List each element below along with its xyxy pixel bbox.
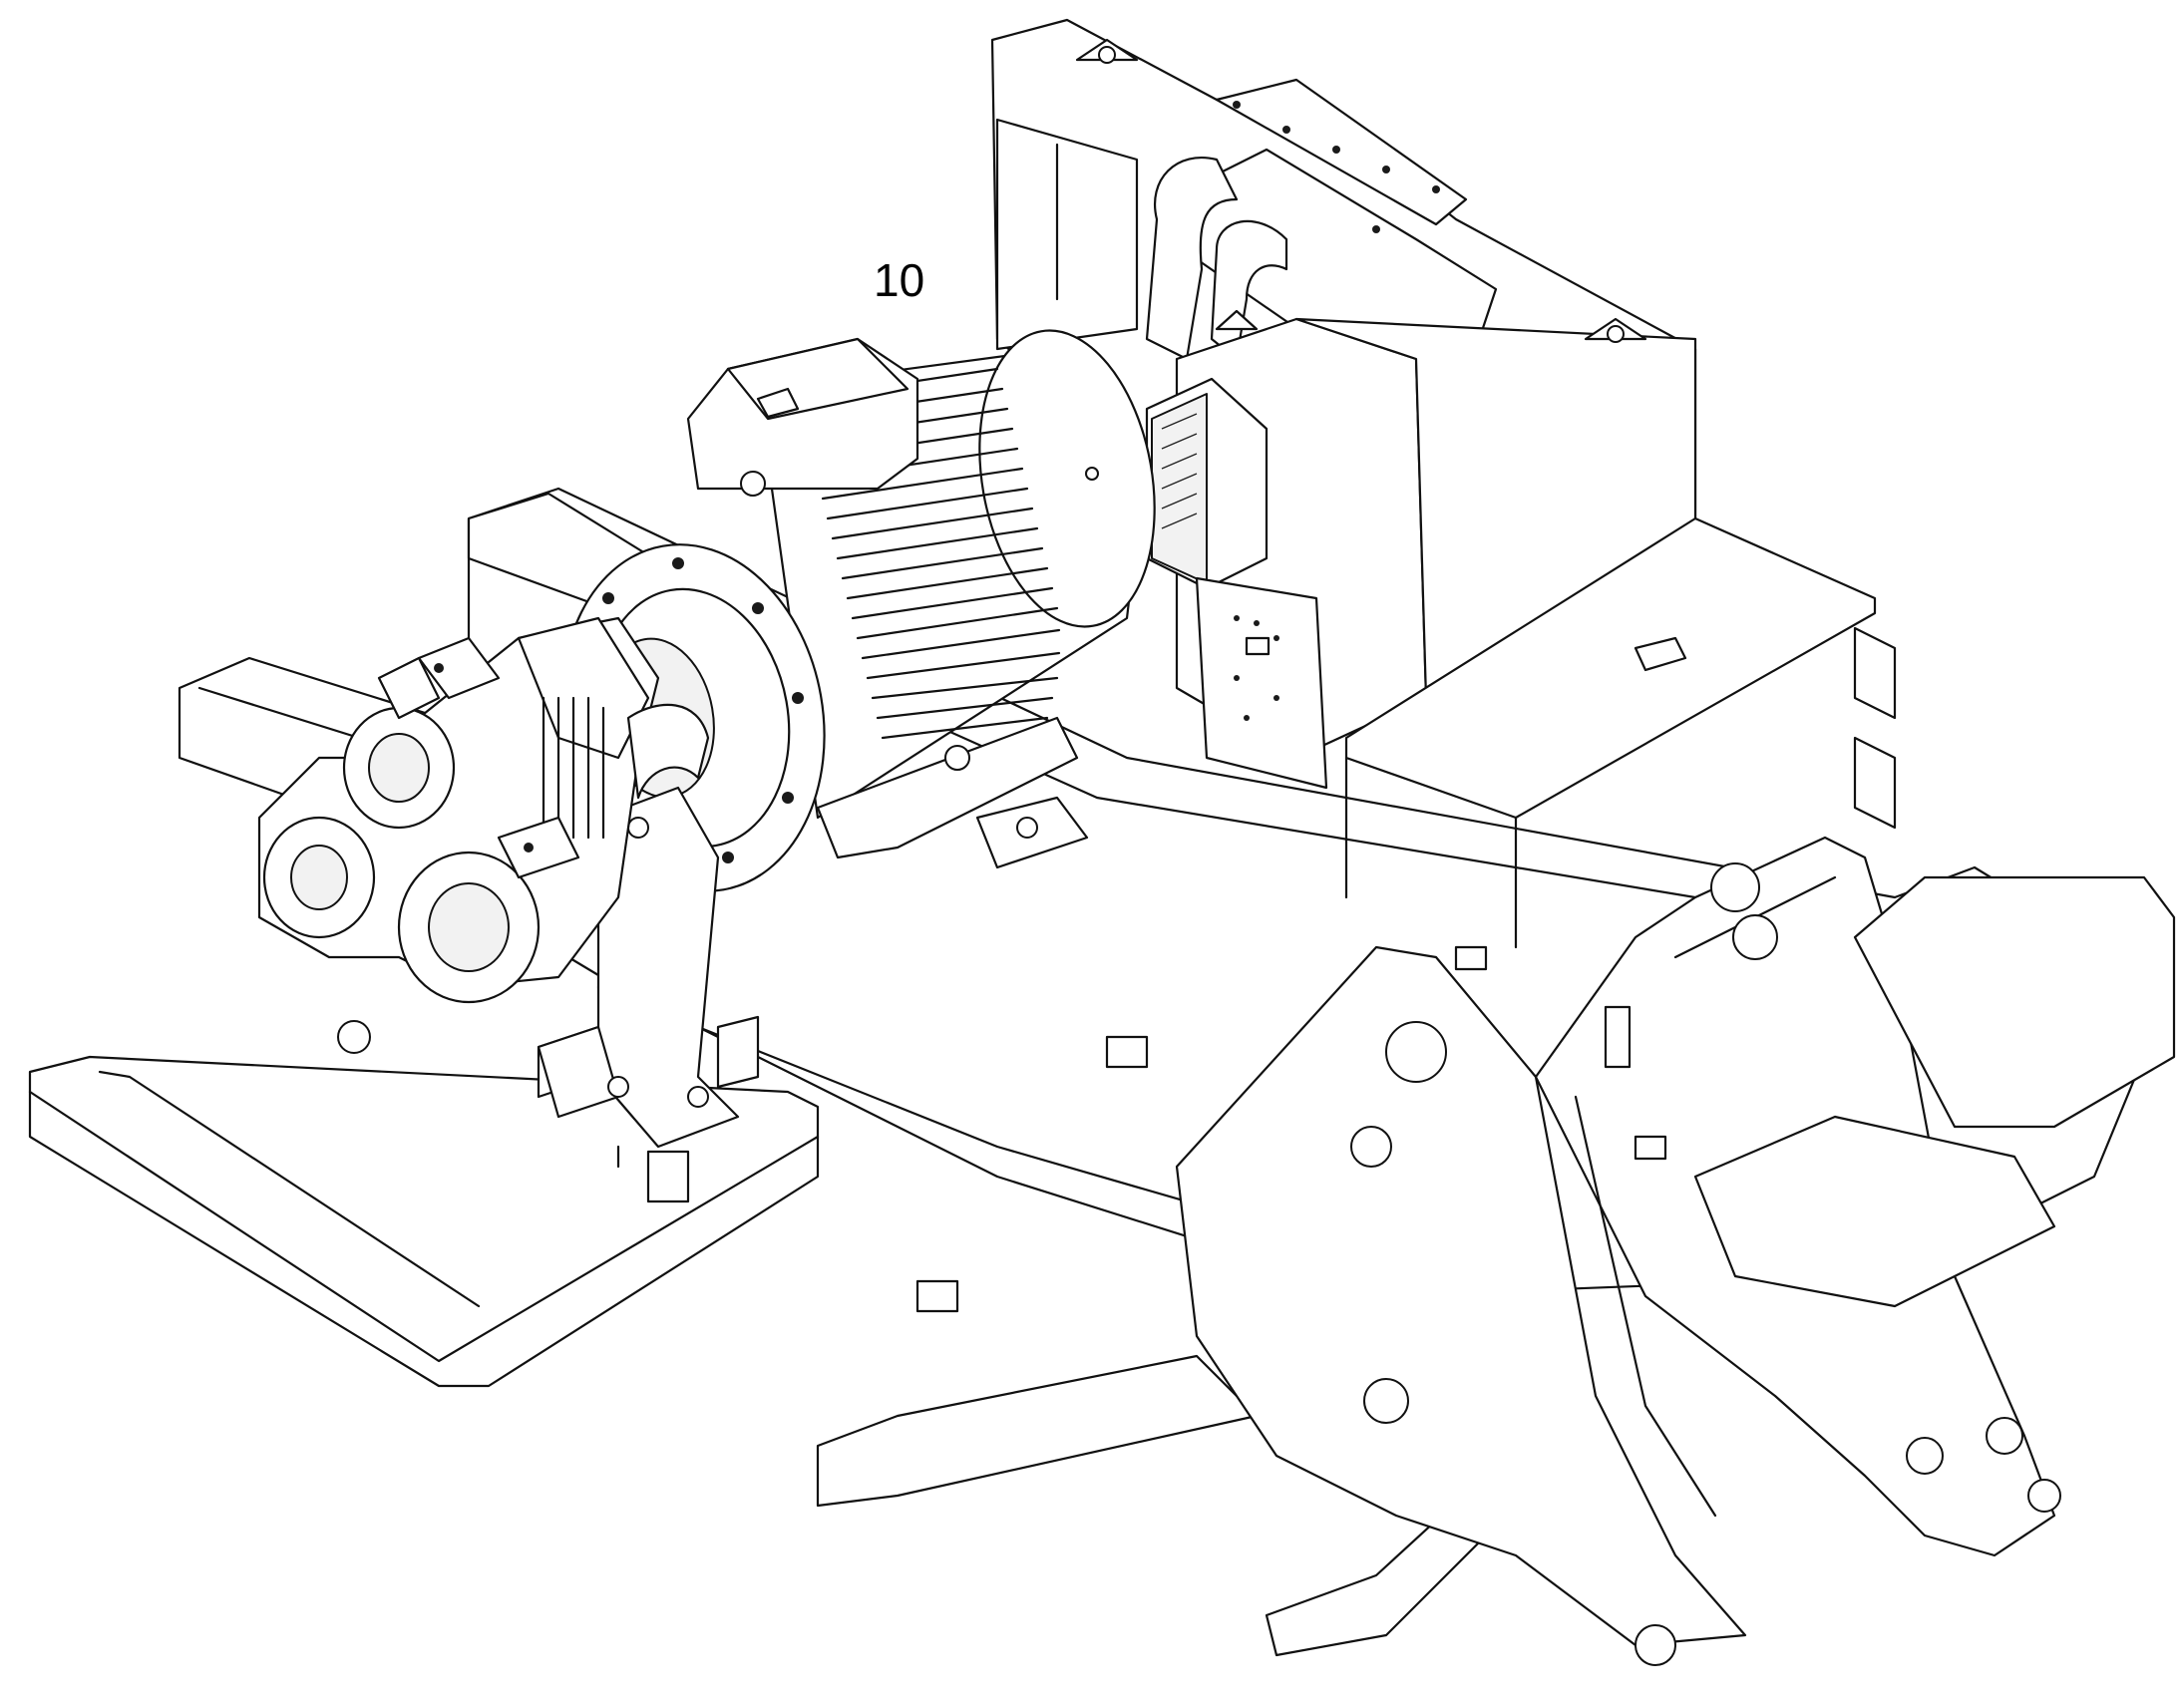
pump-drive-icon: [257, 616, 710, 1004]
junction-box-icon: [1145, 377, 1328, 790]
motor-pedestal: [537, 786, 760, 1169]
cabinet-icon: [990, 18, 1897, 949]
frame-icon: [28, 487, 2176, 1666]
callout-label: 10: [874, 254, 925, 306]
